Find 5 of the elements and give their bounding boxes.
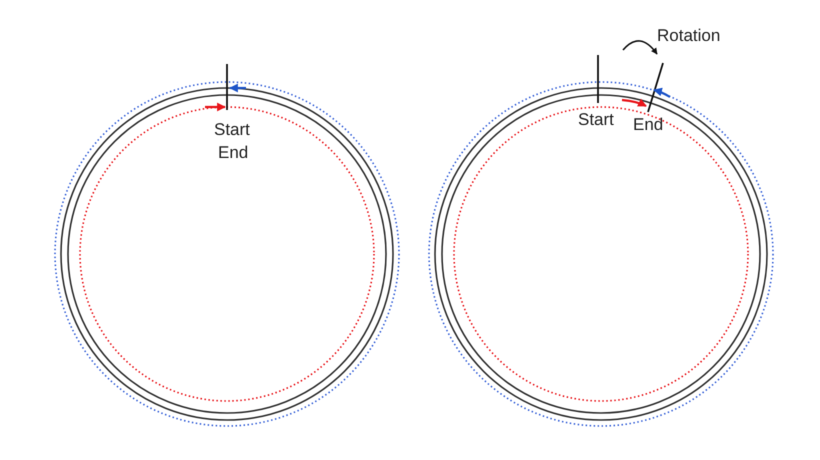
position-label: Start [578, 111, 614, 128]
position-label: Start [214, 121, 250, 138]
rotation-label: Rotation [657, 27, 720, 44]
position-label: End [218, 144, 248, 161]
position-label: End [633, 116, 664, 133]
